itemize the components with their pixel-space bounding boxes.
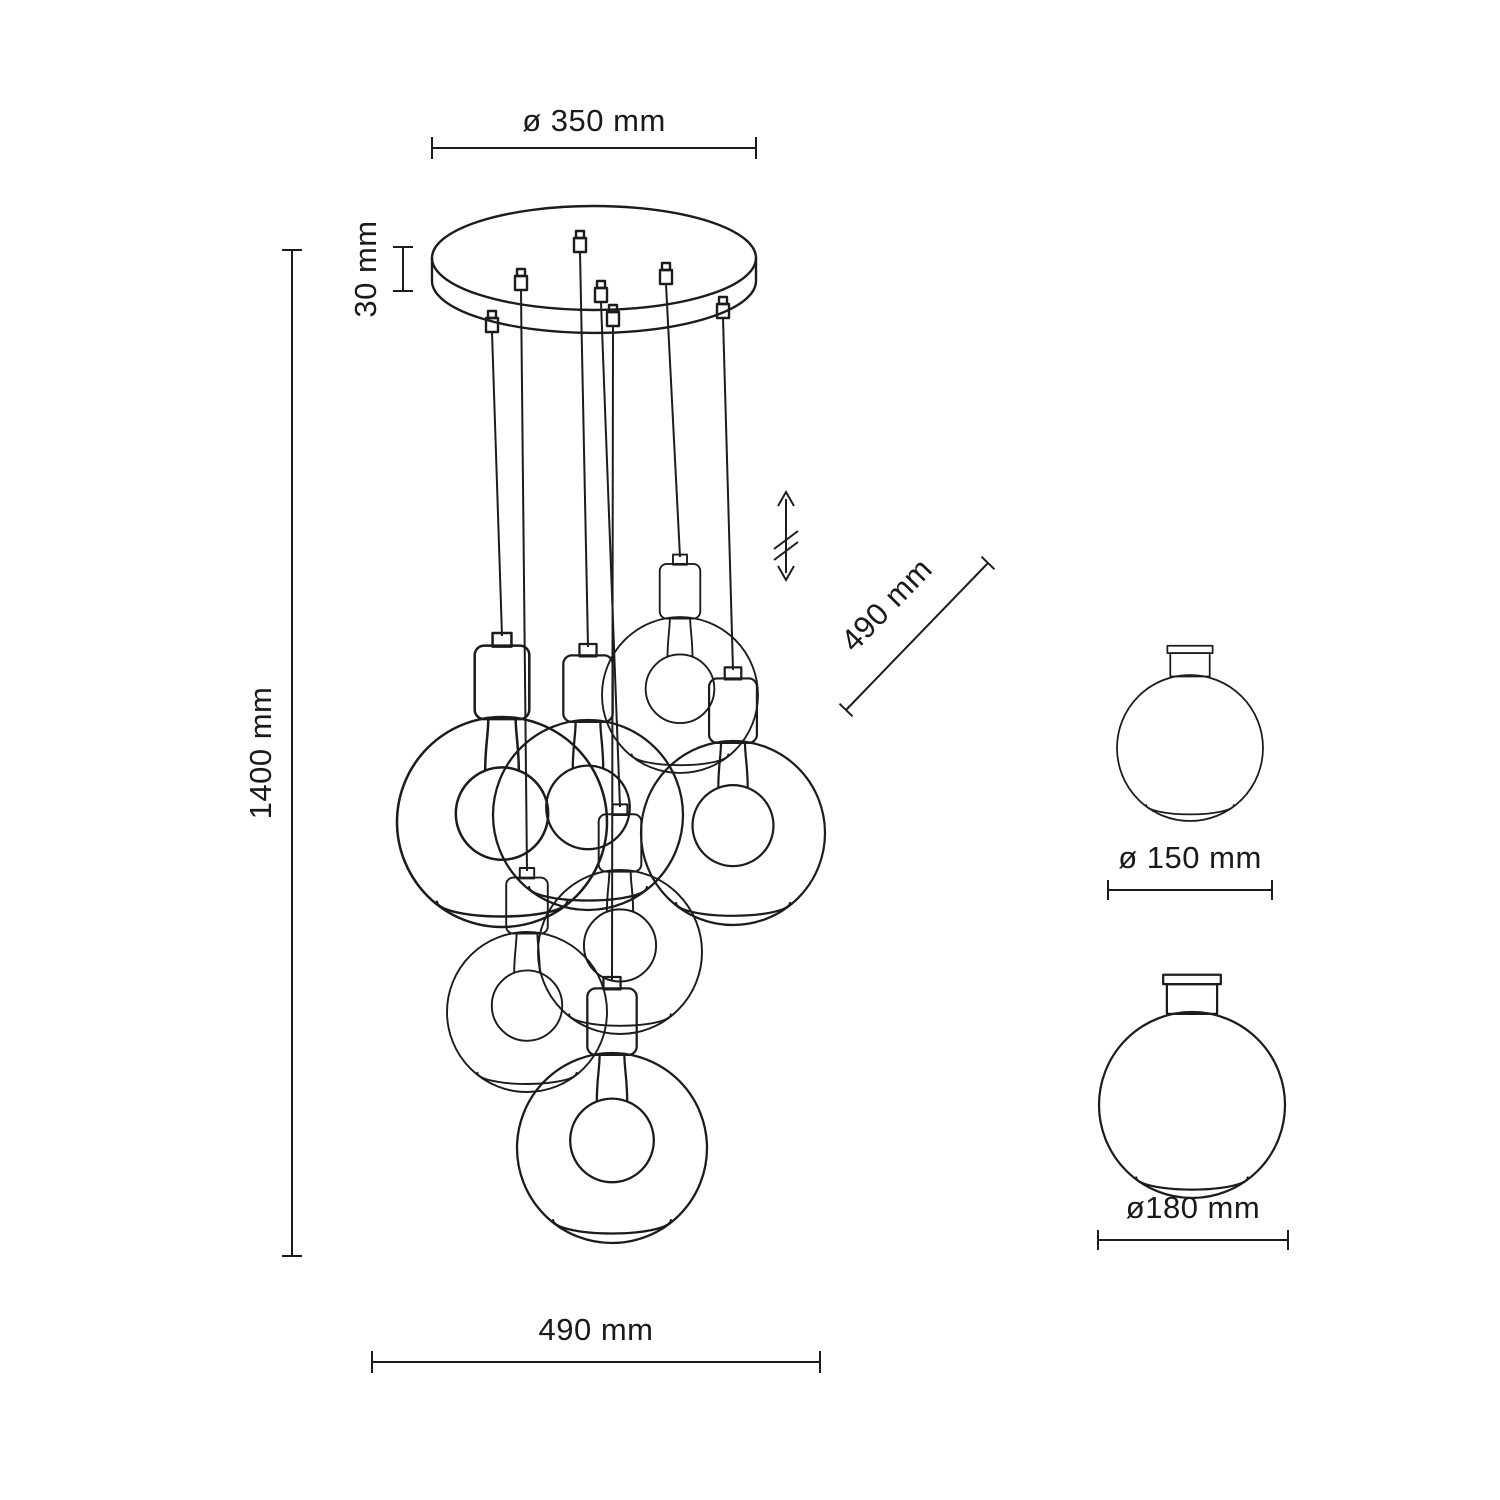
dim-label-large-shade-diameter: ø180 mm <box>1126 1190 1260 1225</box>
dim-label-cable-length: 490 mm <box>834 551 939 658</box>
cable-gland-icon <box>572 229 588 254</box>
height-adjust-icon <box>773 489 799 583</box>
small-shade-icon <box>1116 644 1264 822</box>
glass-globe-icon <box>491 642 685 912</box>
dim-label-total-height: 1400 mm <box>243 687 278 820</box>
ceiling-canopy <box>430 204 758 335</box>
glass-globe-icon <box>515 975 709 1245</box>
dim-label-fixture-spread: 490 mm <box>539 1312 654 1347</box>
small-shade-detail: ø 150 mm <box>1107 644 1273 900</box>
suspension-cords <box>491 251 734 981</box>
cable-gland-icon <box>658 261 674 286</box>
dim-total-height: 1400 mm <box>243 249 302 1257</box>
cable-gland-icon <box>605 303 621 328</box>
dim-cable-length: 490 mm <box>834 551 996 718</box>
dim-label-small-shade-diameter: ø 150 mm <box>1118 840 1262 875</box>
cable-gland-icon <box>593 279 609 304</box>
cable-gland-icon <box>513 267 529 292</box>
dim-canopy-height: 30 mm <box>348 220 413 318</box>
dim-fixture-spread: 490 mm <box>371 1312 821 1373</box>
pendant-globes <box>395 553 827 1245</box>
dim-label-canopy-diameter: ø 350 mm <box>522 103 666 138</box>
large-shade-icon <box>1097 973 1287 1200</box>
dim-label-canopy-height: 30 mm <box>348 220 383 317</box>
large-shade-detail: ø180 mm <box>1097 973 1289 1250</box>
dim-canopy-diameter: ø 350 mm <box>431 103 757 159</box>
